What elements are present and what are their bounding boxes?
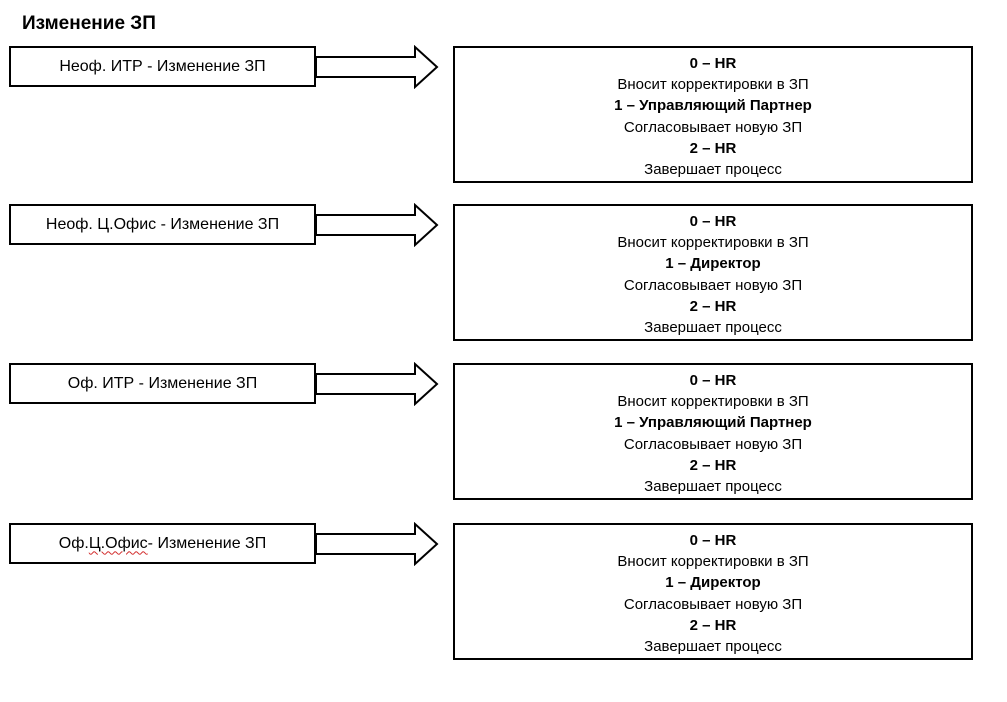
page-title: Изменение ЗП bbox=[22, 13, 156, 34]
flow-label-text: Оф. ИТР - Изменение ЗП bbox=[67, 374, 258, 392]
flow-label-box[interactable]: Неоф. ИТР - Изменение ЗП bbox=[9, 46, 316, 87]
right-arrow-icon bbox=[316, 45, 439, 89]
step-role: 1 – Управляющий Партнер bbox=[614, 97, 812, 115]
process-steps-box: 0 – HR Вносит корректировки в ЗП 1 – Дир… bbox=[453, 204, 973, 341]
step-action: Вносит корректировки в ЗП bbox=[617, 393, 809, 411]
step-role: 2 – HR bbox=[689, 616, 737, 634]
flow-label-text: Неоф. Ц.Офис - Изменение ЗП bbox=[45, 215, 280, 233]
step-role: 0 – HR bbox=[689, 372, 737, 389]
right-arrow-icon bbox=[316, 362, 439, 406]
flow-label-text: Оф. bbox=[58, 534, 89, 552]
flow-row: Оф. Ц.Офис - Изменение ЗП 0 – HR Вносит … bbox=[0, 522, 1007, 663]
step-action: Согласовывает новую ЗП bbox=[623, 595, 803, 613]
step-role: 2 – HR bbox=[689, 456, 737, 474]
flow-row: Неоф. Ц.Офис - Изменение ЗП 0 – HR Вноси… bbox=[0, 203, 1007, 344]
step-action: Согласовывает новую ЗП bbox=[623, 118, 803, 136]
step-role: 0 – HR bbox=[689, 55, 737, 72]
step-action: Завершает процесс bbox=[644, 637, 782, 655]
step-action: Вносит корректировки в ЗП bbox=[617, 553, 809, 571]
flow-label-box[interactable]: Оф. ИТР - Изменение ЗП bbox=[9, 363, 316, 404]
step-action: Согласовывает новую ЗП bbox=[623, 435, 803, 453]
step-action: Вносит корректировки в ЗП bbox=[617, 234, 809, 252]
flow-label-text: - Изменение ЗП bbox=[147, 534, 267, 552]
step-action: Завершает процесс bbox=[644, 160, 782, 178]
step-role: 1 – Директор bbox=[665, 574, 761, 592]
flow-label-box[interactable]: Неоф. Ц.Офис - Изменение ЗП bbox=[9, 204, 316, 245]
step-role: 2 – HR bbox=[689, 139, 737, 157]
process-steps-box: 0 – HR Вносит корректировки в ЗП 1 – Упр… bbox=[453, 46, 973, 183]
step-action: Завершает процесс bbox=[644, 318, 782, 336]
right-arrow-icon bbox=[316, 203, 439, 247]
step-role: 1 – Директор bbox=[665, 255, 761, 273]
flow-row: Неоф. ИТР - Изменение ЗП 0 – HR Вносит к… bbox=[0, 45, 1007, 186]
step-role: 0 – HR bbox=[689, 213, 737, 230]
flow-label-box[interactable]: Оф. Ц.Офис - Изменение ЗП bbox=[9, 523, 316, 564]
flow-label-text: Ц.Офис bbox=[88, 534, 148, 552]
flow-row: Оф. ИТР - Изменение ЗП 0 – HR Вносит кор… bbox=[0, 362, 1007, 503]
step-role: 1 – Управляющий Партнер bbox=[614, 414, 812, 432]
step-action: Согласовывает новую ЗП bbox=[623, 276, 803, 294]
process-steps-box: 0 – HR Вносит корректировки в ЗП 1 – Упр… bbox=[453, 363, 973, 500]
step-action: Вносит корректировки в ЗП bbox=[617, 76, 809, 94]
process-steps-box: 0 – HR Вносит корректировки в ЗП 1 – Дир… bbox=[453, 523, 973, 660]
step-role: 2 – HR bbox=[689, 297, 737, 315]
right-arrow-icon bbox=[316, 522, 439, 566]
flow-label-text: Неоф. ИТР - Изменение ЗП bbox=[59, 57, 266, 75]
step-action: Завершает процесс bbox=[644, 477, 782, 495]
step-role: 0 – HR bbox=[689, 532, 737, 549]
